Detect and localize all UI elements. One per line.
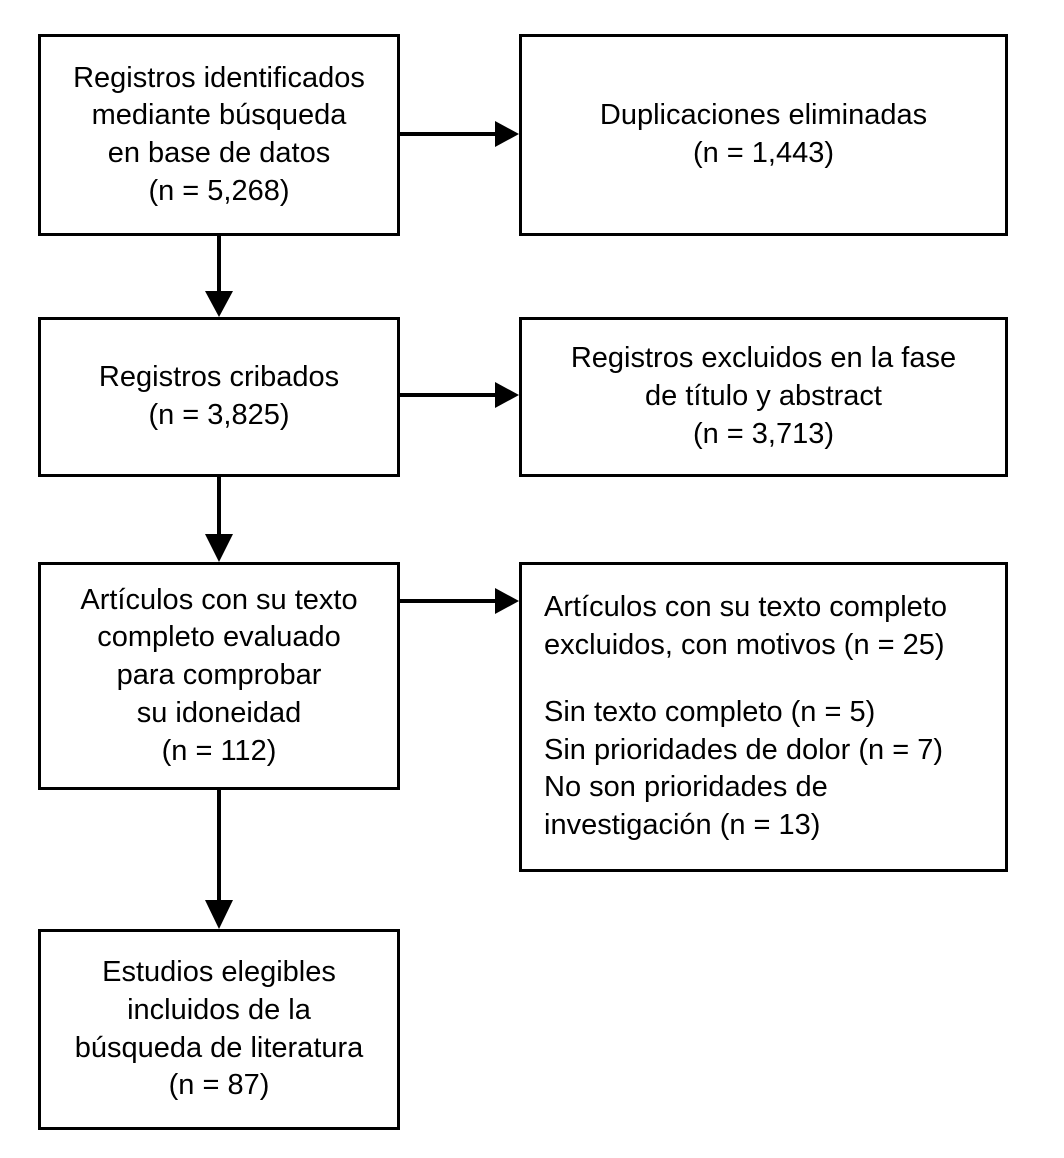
- node-duplicates-removed-line-1: (n = 1,443): [692, 137, 835, 169]
- node-fulltext-excluded-line-3: Sin texto completo (n = 5): [544, 695, 876, 728]
- node-included-line-0: Estudios elegibles: [102, 956, 336, 989]
- node-fulltext-excluded-line-6: investigación (n = 13): [544, 808, 821, 841]
- node-fulltext-assessed: Artículos con su texto completo evaluado…: [38, 562, 400, 790]
- node-fulltext-excluded-line-4: Sin prioridades de dolor (n = 7): [544, 733, 943, 766]
- node-included-line-1: incluidos de la: [127, 993, 311, 1026]
- node-identified-line-2: en base de datos: [107, 137, 331, 169]
- node-screened: Registros cribados (n = 3,825): [38, 317, 400, 477]
- node-fulltext-excluded: Artículos con su texto completo excluido…: [519, 562, 1008, 872]
- node-screened-line-1: (n = 3,825): [148, 399, 290, 431]
- node-excluded-title-abstract: Registros excluidos en la fase de título…: [519, 317, 1008, 477]
- node-fulltext-assessed-line-1: completo evaluado: [97, 621, 341, 654]
- node-duplicates-removed: Duplicaciones eliminadas (n = 1,443): [519, 34, 1008, 236]
- node-included-line-3: (n = 87): [168, 1069, 270, 1102]
- node-identified-line-3: (n = 5,268): [148, 174, 290, 207]
- node-identified-line-0: Registros identificados: [73, 61, 365, 94]
- node-fulltext-assessed-line-2: para comprobar: [116, 659, 322, 692]
- node-fulltext-assessed-line-4: (n = 112): [161, 734, 277, 767]
- connector-identified-to-duplicates: [399, 118, 523, 150]
- node-excluded-title-abstract-line-0: Registros excluidos en la fase: [570, 342, 957, 375]
- connector-fulltext-to-included: [200, 790, 238, 931]
- node-excluded-title-abstract-line-2: (n = 3,713): [692, 417, 835, 450]
- node-identified: Registros identificados mediante búsqued…: [38, 34, 400, 236]
- node-fulltext-assessed-line-0: Artículos con su texto: [80, 583, 358, 616]
- node-fulltext-excluded-line-1: excluidos, con motivos (n = 25): [544, 629, 945, 662]
- node-included-line-2: búsqueda de literatura: [74, 1031, 364, 1064]
- connector-screened-to-excluded: [399, 379, 523, 411]
- node-screened-line-0: Registros cribados: [98, 361, 340, 394]
- node-fulltext-excluded-line-0: Artículos con su texto completo: [544, 591, 947, 624]
- node-identified-line-1: mediante búsqueda: [91, 99, 347, 132]
- connector-identified-to-screened: [200, 236, 238, 319]
- node-fulltext-excluded-line-5: No son prioridades de: [544, 771, 828, 804]
- connector-fulltext-to-excluded: [399, 585, 523, 617]
- node-fulltext-assessed-line-3: su idoneidad: [136, 696, 302, 729]
- node-duplicates-removed-line-0: Duplicaciones eliminadas: [599, 99, 928, 132]
- node-excluded-title-abstract-line-1: de título y abstract: [645, 380, 882, 413]
- node-included: Estudios elegibles incluidos de la búsqu…: [38, 929, 400, 1130]
- connector-screened-to-fulltext: [200, 477, 238, 564]
